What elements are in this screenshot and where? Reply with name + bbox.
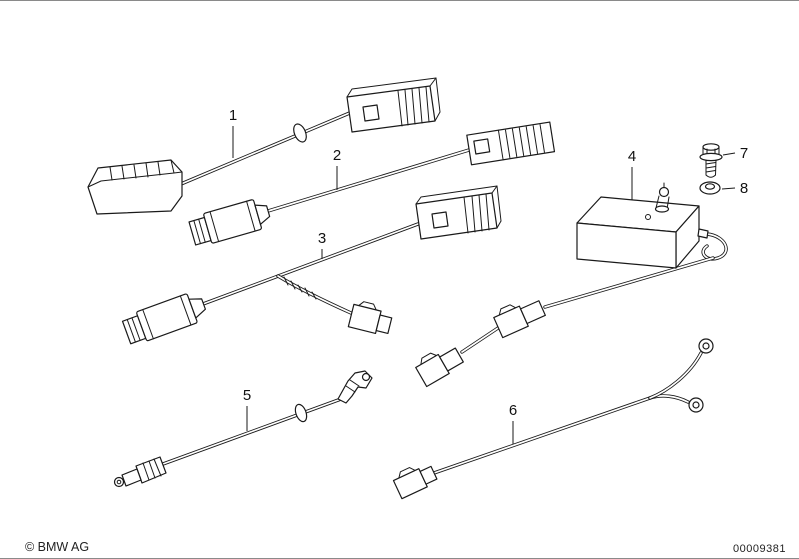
callout-8-label[interactable]: 8 (740, 180, 748, 197)
callout-2[interactable]: 2 (333, 147, 341, 190)
harness-4 (415, 182, 728, 388)
elbow-plug-left (113, 456, 167, 488)
callout-8-leader (721, 187, 736, 190)
grommet (293, 123, 307, 143)
round-connector (121, 293, 206, 345)
callout-4[interactable]: 4 (628, 148, 636, 200)
harness-2 (188, 121, 556, 246)
antenna-stub (654, 182, 670, 213)
callout-7-leader (722, 152, 736, 156)
large-connector (87, 159, 183, 215)
harness-1 (87, 77, 441, 215)
drawing-number: 00009381 (733, 543, 786, 555)
callout-3[interactable]: 3 (318, 230, 326, 259)
inline-connector-pair (415, 347, 464, 388)
ring-terminal-upper (698, 338, 714, 354)
callout-6[interactable]: 6 (509, 402, 517, 444)
amplifier-box (576, 182, 709, 269)
inline-connector-pair (493, 300, 546, 339)
round-connector (188, 199, 271, 246)
washer (699, 181, 721, 195)
callout-1-label[interactable]: 1 (229, 107, 237, 124)
callout-8[interactable]: 8 (721, 180, 748, 197)
cable-outlet (697, 228, 709, 239)
callout-5-label[interactable]: 5 (243, 387, 251, 404)
control-module (415, 185, 502, 240)
branch-plug (347, 301, 393, 335)
callout-5[interactable]: 5 (243, 387, 251, 431)
callout-4-label[interactable]: 4 (628, 148, 636, 165)
callout-7-label[interactable]: 7 (740, 145, 748, 162)
elbow-plug-right (337, 370, 373, 404)
control-module (346, 77, 441, 133)
screw (699, 143, 723, 178)
plug (392, 465, 438, 500)
callout-2-label[interactable]: 2 (333, 147, 341, 164)
grommet (294, 403, 308, 423)
harness-6 (392, 338, 714, 500)
callout-1[interactable]: 1 (229, 107, 237, 158)
callouts: 1 2 3 4 5 6 7 8 (229, 107, 748, 444)
harness-3 (121, 185, 502, 345)
harness-5 (113, 370, 373, 488)
copyright-text: © BMW AG (25, 540, 89, 554)
callout-3-label[interactable]: 3 (318, 230, 326, 247)
multipin-connector (466, 121, 556, 166)
ring-terminal-lower (688, 397, 704, 413)
callout-7[interactable]: 7 (722, 145, 748, 162)
callout-6-label[interactable]: 6 (509, 402, 517, 419)
